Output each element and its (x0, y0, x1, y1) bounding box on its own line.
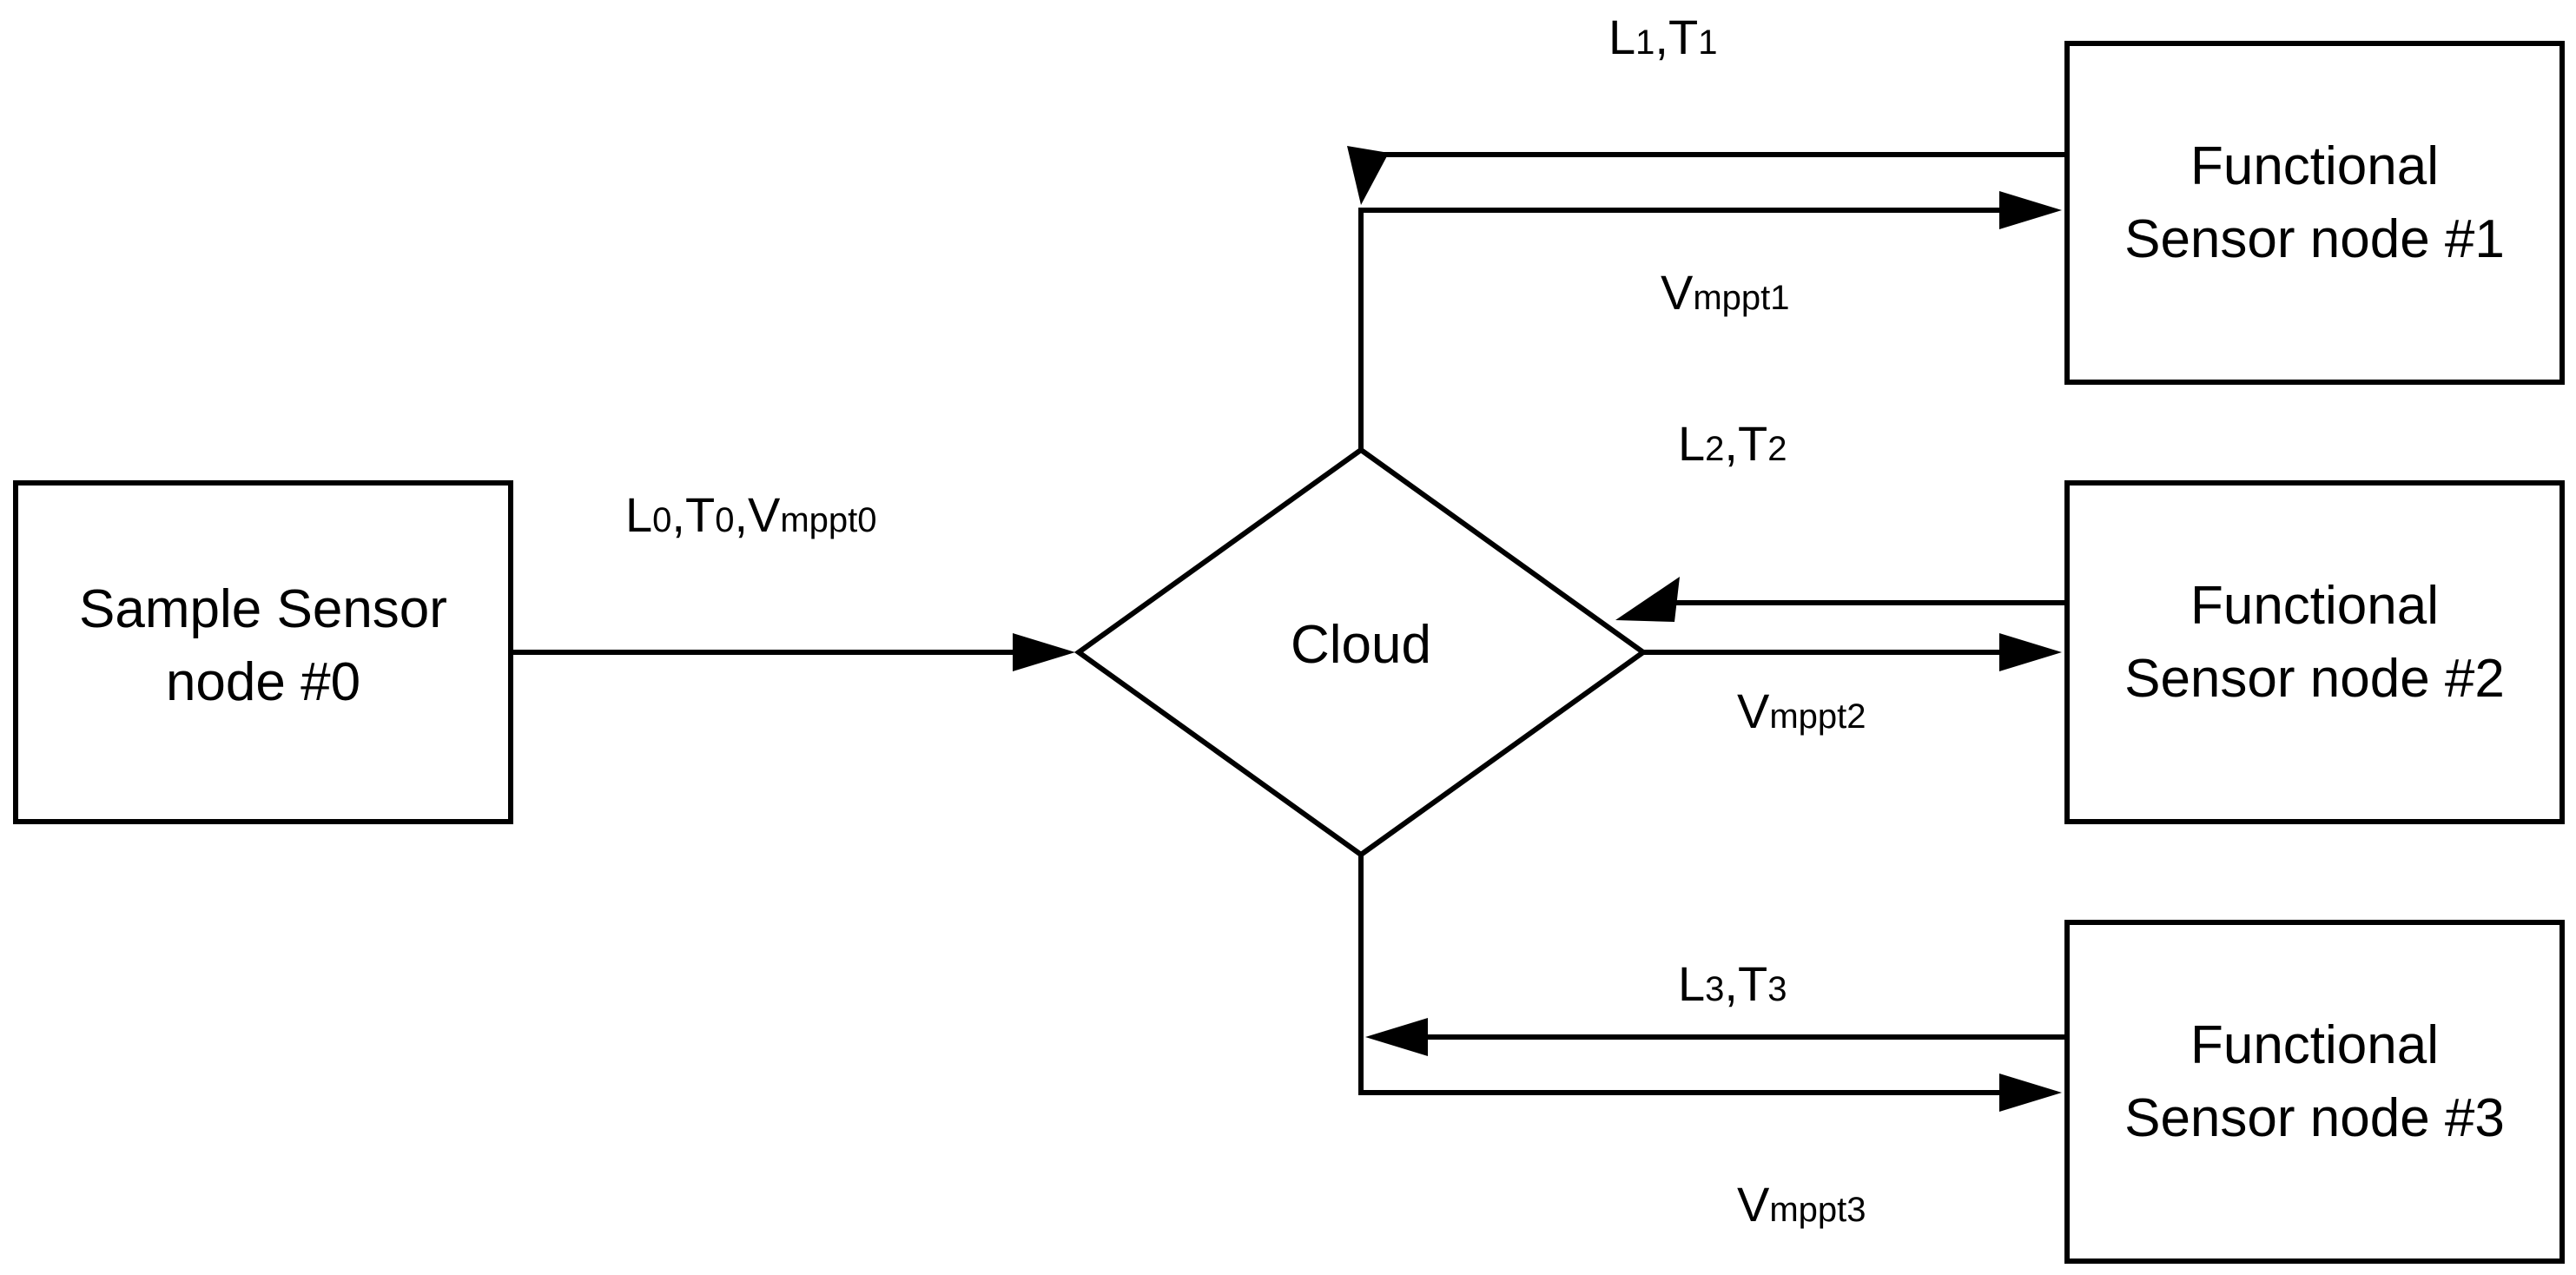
edge-cloud-to-node-2-label: Vmppt2 (1737, 684, 1866, 738)
edge-cloud-node-1: L1,T1 Vmppt1 (1347, 10, 2067, 450)
edge-sample-to-cloud-label: L0,T0,Vmppt0 (625, 487, 877, 542)
edge-cloud-to-node-3-arrowhead (1999, 1074, 2062, 1112)
cloud-label: Cloud (1291, 615, 1431, 675)
cloud-node: Cloud (1073, 446, 1648, 858)
functional-sensor-node-2-box (2064, 480, 2565, 824)
edge-cloud-to-node-1-line (1358, 208, 2001, 450)
functional-sensor-node-1: Functional Sensor node #1 (2064, 41, 2565, 385)
functional-sensor-node-3: Functional Sensor node #3 (2064, 920, 2565, 1264)
functional-sensor-node-2-label-line1: Functional (2190, 576, 2439, 636)
edge-node-3-to-cloud-arrowhead (1365, 1018, 1428, 1056)
functional-sensor-node-2: Functional Sensor node #2 (2064, 480, 2565, 824)
sample-sensor-node-label-line1: Sample Sensor (79, 579, 447, 639)
edge-node-3-to-cloud-label: L3,T3 (1678, 956, 1787, 1011)
edge-cloud-to-node-1-arrowhead (1999, 191, 2062, 229)
edge-node-2-to-cloud-arrowhead (1615, 577, 1680, 622)
functional-sensor-node-1-box (2064, 41, 2565, 385)
edge-cloud-node-2: L2,T2 Vmppt2 (1615, 416, 2067, 738)
edge-cloud-to-node-3-line (1358, 855, 2003, 1095)
functional-sensor-node-3-label-line2: Sensor node #3 (2124, 1088, 2505, 1148)
sample-sensor-node-box (13, 480, 513, 824)
functional-sensor-node-1-label-line2: Sensor node #1 (2124, 209, 2505, 269)
functional-sensor-node-3-box (2064, 920, 2565, 1264)
edge-cloud-to-node-2-arrowhead (1999, 633, 2062, 671)
functional-sensor-node-1-label-line1: Functional (2190, 136, 2439, 196)
edge-sample-to-cloud-arrowhead (1013, 633, 1075, 671)
sample-sensor-node: Sample Sensor node #0 (13, 480, 513, 824)
functional-sensor-node-2-label-line2: Sensor node #2 (2124, 649, 2505, 709)
edge-cloud-to-node-1-label: Vmppt1 (1661, 265, 1790, 320)
edge-node-1-to-cloud-arrowhead (1347, 146, 1389, 205)
edge-cloud-node-3: L3,T3 Vmppt3 (1358, 855, 2067, 1232)
sample-sensor-node-label-line2: node #0 (166, 652, 360, 712)
edge-node-1-to-cloud-label: L1,T1 (1608, 10, 1717, 64)
edge-node-2-to-cloud-label: L2,T2 (1678, 416, 1787, 471)
edge-cloud-to-node-3-label: Vmppt3 (1737, 1177, 1866, 1232)
edge-sample-to-cloud: L0,T0,Vmppt0 (511, 487, 1075, 671)
functional-sensor-node-3-label-line1: Functional (2190, 1015, 2439, 1075)
